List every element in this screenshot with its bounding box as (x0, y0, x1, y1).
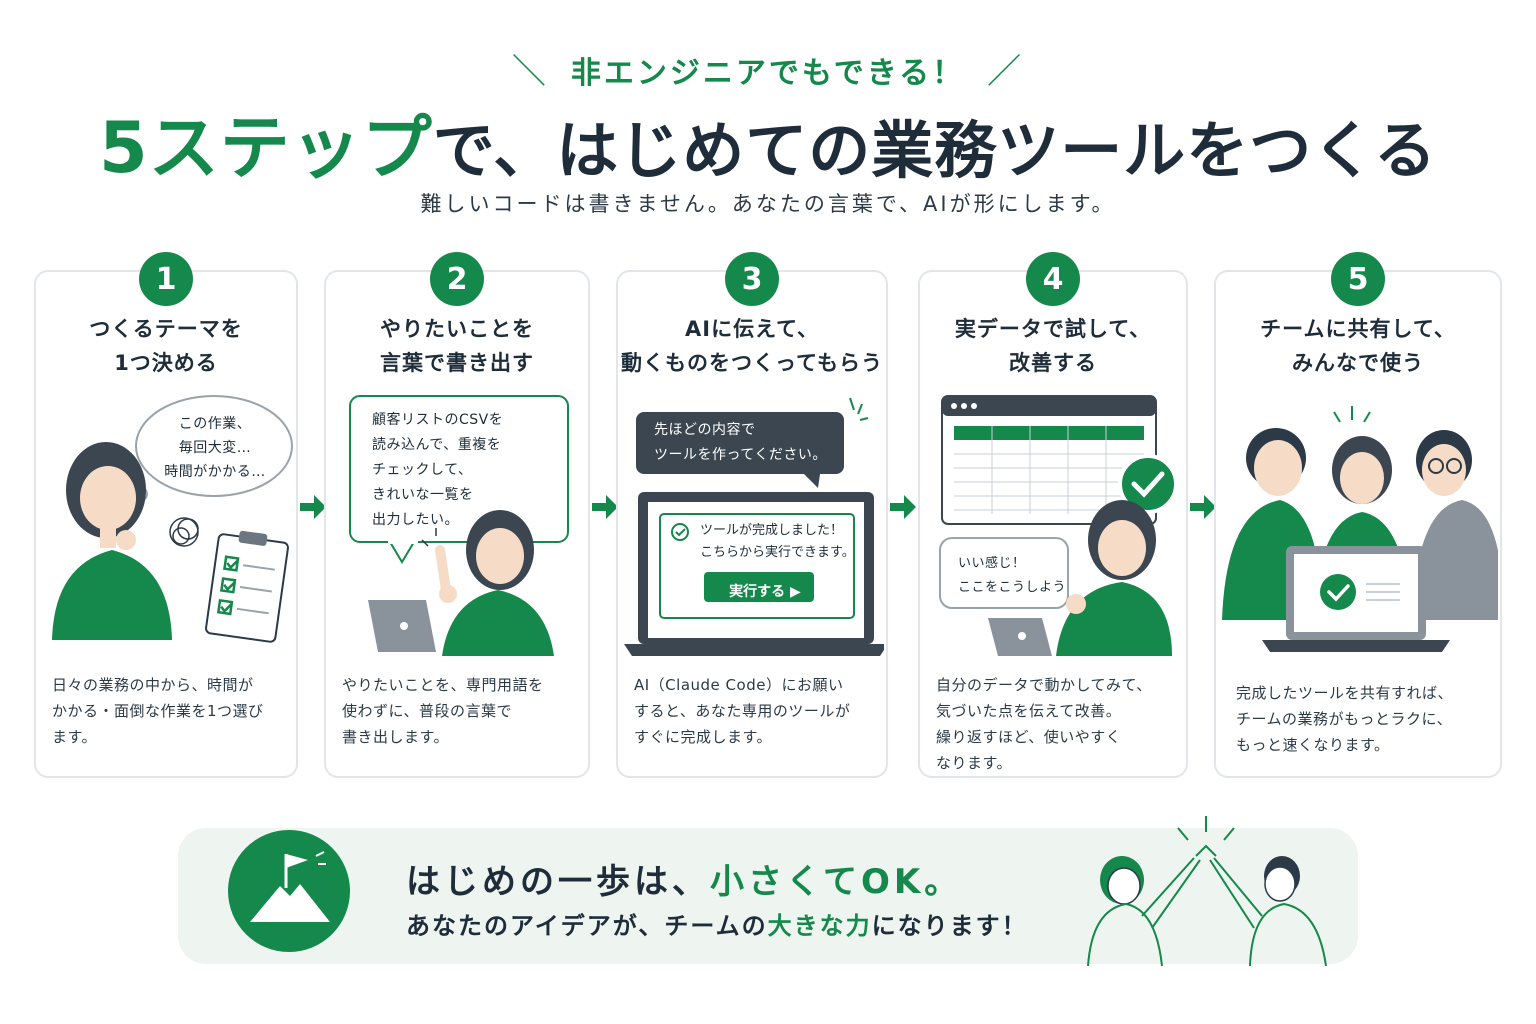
desc-line: かかる・面倒な作業を1つ選び (52, 702, 264, 720)
step-number-badge: 4 (1026, 252, 1080, 306)
banner-text: はじめの一歩は、 (406, 862, 710, 902)
banner-text: になります！ (871, 912, 1028, 940)
page-title: 5ステップで、はじめての業務ツールをつくる (0, 92, 1536, 193)
desc-line: 日々の業務の中から、時間が (52, 676, 254, 694)
step-title-line: 実データで試して、 (954, 317, 1152, 341)
step-title-line: チームに共有して、 (1260, 317, 1456, 341)
step-description: AI（Claude Code）にお願い すると、あなた専用のツールが すぐに完成… (634, 672, 874, 750)
desc-line: 繰り返すほど、使いやすく (936, 728, 1122, 746)
step-title-line: 動くものをつくってもらう (621, 351, 883, 375)
bubble-line: 顧客リストのCSVを (372, 412, 504, 428)
banner-text: あなたのアイデアが、チームの (406, 912, 768, 940)
desc-line: 使わずに、普段の言葉で (342, 702, 513, 720)
step-description: 自分のデータで動かしてみて、 気づいた点を伝えて改善。 繰り返すほど、使いやすく… (936, 672, 1174, 776)
thought-text: この作業、 毎回大変… 時間がかかる… (150, 412, 280, 484)
mountain-flag-icon (228, 830, 350, 952)
step-description: 日々の業務の中から、時間が かかる・面倒な作業を1つ選び ます。 (52, 672, 284, 750)
desc-line: やりたいことを、専門用語を (342, 676, 544, 694)
high-five-illustration (1082, 806, 1342, 967)
desc-line: 自分のデータで動かしてみて、 (936, 676, 1152, 694)
step-title-line: 改善する (1009, 351, 1097, 375)
bubble-line: 読み込んで、重複を (372, 437, 502, 453)
arrow-right-icon (1190, 495, 1216, 519)
step-illustration: 顧客リストのCSVを 読み込んで、重複を チェックして、 きれいな一覧を 出力し… (332, 390, 582, 660)
arrow-right-icon (300, 495, 326, 519)
step-card-4: 4 実データで試して、 改善する (918, 252, 1188, 778)
screen-line: ツールが完成しました！ (700, 523, 844, 538)
left-slash-decor: ＼ (511, 52, 549, 92)
desc-line: 書き出します。 (342, 728, 450, 746)
step-title: 実データで試して、 改善する (920, 312, 1186, 380)
desc-line: もっと速くなります。 (1236, 736, 1390, 754)
bubble-line: ここをこうしよう (958, 580, 1067, 595)
arrow-right-icon (592, 495, 618, 519)
desc-line: AI（Claude Code）にお願い (634, 676, 844, 694)
banner-highlight: 小さくてOK。 (710, 862, 963, 902)
desc-line: すると、あなた専用のツールが (634, 702, 851, 720)
step-card-3: 3 AIに伝えて、 動くものをつくってもらう 先ほどの内容で ツールを作ってくだ… (616, 252, 888, 778)
desc-line: チームの業務がもっとラクに、 (1236, 710, 1453, 728)
desc-line: ます。 (52, 728, 98, 746)
step-title: チームに共有して、 みんなで使う (1216, 312, 1500, 380)
step-title-line: 言葉で書き出す (380, 351, 534, 375)
speech-bubble-text: 顧客リストのCSVを 読み込んで、重複を チェックして、 きれいな一覧を 出力し… (372, 408, 572, 533)
run-button[interactable]: 実行する ▶ (729, 584, 801, 600)
thought-line: この作業、 (178, 416, 252, 432)
step-number-badge: 3 (725, 252, 779, 306)
step-number-badge: 1 (139, 252, 193, 306)
step-card-5: 5 チームに共有して、 みんなで使う (1214, 252, 1504, 778)
desc-line: なります。 (936, 754, 1013, 772)
step-card-2: 2 やりたいことを 言葉で書き出す 顧客リストのCSVを 読み込んで、重複を チ… (324, 252, 590, 778)
screen-line: こちらから実行できます。 (700, 545, 855, 560)
screen-message: ツールが完成しました！ こちらから実行できます。 (700, 520, 870, 564)
step-title: AIに伝えて、 動くものをつくってもらう (618, 312, 886, 380)
step-illustration: いい感じ！ ここをこうしよう (926, 390, 1180, 660)
eyebrow-text: 非エンジニアでもできる！ (570, 56, 966, 91)
step-title-line: やりたいことを (380, 317, 534, 341)
step-number-badge: 2 (430, 252, 484, 306)
eyebrow: ＼ 非エンジニアでもできる！ ／ (0, 44, 1536, 93)
desc-line: 気づいた点を伝えて改善。 (936, 702, 1122, 720)
bottom-banner (178, 828, 1358, 964)
right-slash-decor: ／ (987, 52, 1025, 92)
step-illustration (1222, 390, 1504, 660)
banner-highlight: 大きな力 (767, 912, 872, 940)
step-number-badge: 5 (1331, 252, 1385, 306)
step-description: やりたいことを、専門用語を 使わずに、普段の言葉で 書き出します。 (342, 672, 576, 750)
step-title-line: みんなで使う (1292, 351, 1424, 375)
title-accent: 5ステップ (99, 107, 433, 189)
arrow-right-icon (890, 495, 916, 519)
banner-headline: はじめの一歩は、小さくてOK。 (406, 854, 962, 903)
step-title: やりたいことを 言葉で書き出す (326, 312, 588, 380)
bubble-line: チェックして、 (372, 462, 473, 478)
title-rest: で、はじめての業務ツールをつくる (432, 114, 1437, 187)
thought-line: 毎回大変… (178, 440, 252, 456)
step-description: 完成したツールを共有すれば、 チームの業務がもっとラクに、 もっと速くなります。 (1236, 680, 1488, 758)
step-illustration: 先ほどの内容で ツールを作ってください。 ツールが完成しました！ こちらから実行… (624, 390, 888, 660)
page-subtitle: 難しいコードは書きません。あなたの言葉で、AIが形にします。 (420, 192, 1116, 216)
step-title-line: AIに伝えて、 (685, 317, 819, 341)
bubble-line: 先ほどの内容で (654, 422, 756, 438)
thought-line: 時間がかかる… (164, 464, 266, 480)
step-title-line: 1つ決める (114, 351, 218, 375)
bubble-line: いい感じ！ (958, 556, 1026, 571)
bubble-line: きれいな一覧を (372, 487, 474, 503)
speech-bubble-text: いい感じ！ ここをこうしよう (958, 552, 1078, 600)
desc-line: すぐに完成します。 (634, 728, 773, 746)
banner-subline: あなたのアイデアが、チームの大きな力になります！ (406, 906, 1028, 941)
step-illustration: この作業、 毎回大変… 時間がかかる… (42, 390, 293, 660)
desc-line: 完成したツールを共有すれば、 (1236, 684, 1454, 702)
step-title: つくるテーマを 1つ決める (36, 312, 296, 380)
step-card-1: 1 つくるテーマを 1つ決める (34, 252, 298, 778)
bubble-line: ツールを作ってください。 (654, 447, 827, 463)
dark-bubble-text: 先ほどの内容で ツールを作ってください。 (654, 418, 854, 468)
bubble-line: 出力したい。 (372, 512, 459, 528)
step-title-line: つくるテーマを (89, 317, 243, 341)
